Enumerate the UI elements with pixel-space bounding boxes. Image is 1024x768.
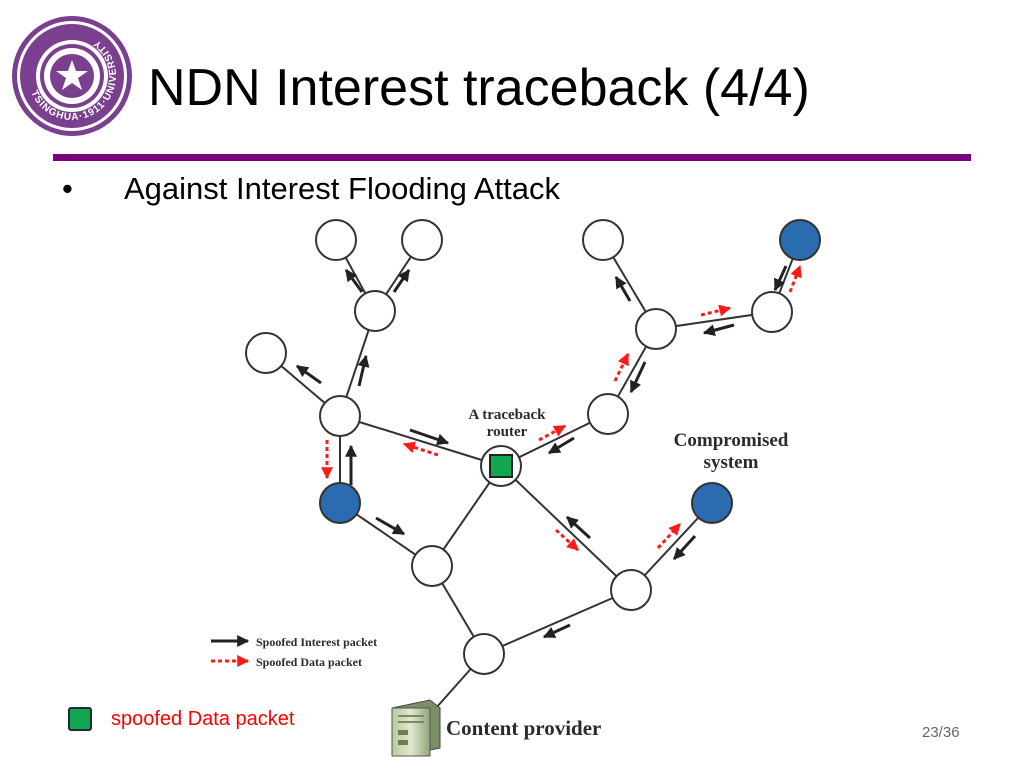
compromised-label-2: system [704, 452, 759, 473]
interest-arrow [629, 361, 647, 394]
router-node [463, 633, 505, 675]
router-node [587, 393, 629, 435]
data-arrow [613, 352, 630, 382]
router-nodes [245, 219, 793, 675]
key-label: spoofed Data packet [111, 708, 295, 730]
link [500, 465, 632, 591]
diagram-legend: Spoofed Interest packet Spoofed Data pac… [211, 635, 377, 669]
interest-arrow [357, 354, 370, 387]
traceback-router-node [480, 445, 522, 487]
traceback-router-label-2: router [487, 424, 528, 440]
interest-arrow [296, 364, 322, 385]
legend-data-label: Spoofed Data packet [256, 655, 362, 669]
link [483, 589, 632, 655]
interest-arrow [344, 269, 364, 293]
data-arrow [656, 522, 682, 550]
link [339, 415, 502, 467]
router-node [751, 291, 793, 333]
interest-arrow [702, 323, 735, 337]
data-arrow [402, 441, 439, 457]
data-arrow [554, 528, 580, 552]
data-arrow [788, 264, 802, 293]
compromised-nodes [319, 219, 821, 524]
traceback-router-label-1: A traceback [468, 407, 546, 423]
title-divider [53, 154, 971, 161]
router-node [315, 219, 357, 261]
compromised-node [779, 219, 821, 261]
router-node [635, 308, 677, 350]
green-square-icon [68, 707, 92, 731]
bullet-item: • Against Interest Flooding Attack [62, 171, 560, 207]
interest-arrow [392, 269, 411, 293]
interest-arrow [547, 436, 575, 455]
bullet-icon: • [62, 171, 73, 206]
interest-arrow [565, 515, 592, 540]
router-node [610, 569, 652, 611]
interest-arrow [672, 534, 697, 561]
interest-arrow [542, 623, 571, 639]
data-arrow [700, 304, 732, 317]
compromised-node [691, 482, 733, 524]
data-arrow [538, 424, 567, 442]
content-provider-label: Content provider [446, 716, 601, 740]
router-node [401, 219, 443, 261]
server-icon [391, 699, 441, 757]
router-node [319, 395, 361, 437]
router-node [354, 290, 396, 332]
compromised-node [319, 482, 361, 524]
compromised-label-1: Compromised [674, 430, 789, 451]
slide-title: NDN Interest traceback (4/4) [148, 59, 810, 117]
interest-arrow [409, 428, 450, 446]
spoofed-interest-arrows [296, 265, 788, 639]
tsinghua-seal-icon: TSINGHUA·1911·UNIVERSITY [12, 16, 132, 136]
bullet-text: Against Interest Flooding Attack [124, 171, 560, 206]
router-node [245, 332, 287, 374]
legend-interest-label: Spoofed Interest packet [256, 635, 377, 649]
spoofed-data-arrows [321, 264, 802, 552]
router-node [582, 219, 624, 261]
router-node [411, 545, 453, 587]
interest-arrow [614, 275, 632, 302]
interest-arrow [773, 265, 788, 292]
interest-arrow [375, 516, 406, 536]
page-number: 23/36 [922, 724, 960, 741]
